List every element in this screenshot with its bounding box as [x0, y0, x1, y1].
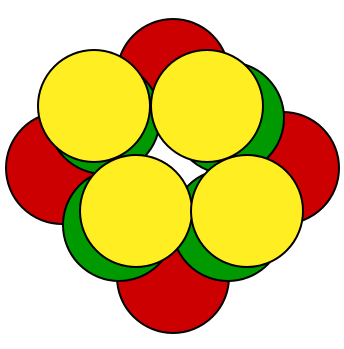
yellow-circle-top-left: [38, 50, 150, 162]
yellow-circle-bottom-right: [191, 155, 303, 267]
yellow-circle-bottom-left: [80, 155, 192, 267]
yellow-circle-top-right: [151, 50, 263, 162]
